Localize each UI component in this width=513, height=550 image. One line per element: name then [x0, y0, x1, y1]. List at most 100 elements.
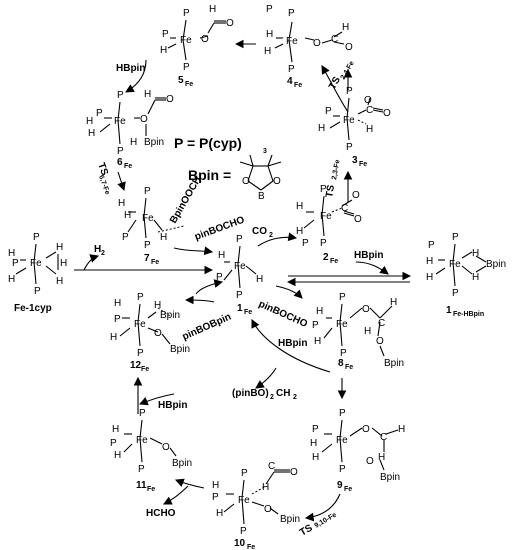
- svg-text:Fe: Fe: [142, 213, 154, 224]
- step-hbpin-5-6: HBpin: [116, 59, 147, 93]
- svg-text:H: H: [114, 450, 121, 461]
- svg-text:O: O: [366, 456, 374, 467]
- svg-text:H: H: [154, 300, 161, 311]
- compound-6fe: P P P H H Fe O H O H Bpin 6 Fe: [86, 89, 174, 170]
- svg-text:H: H: [160, 45, 167, 56]
- svg-text:O: O: [264, 504, 272, 515]
- svg-text:P: P: [117, 90, 124, 101]
- svg-text:C: C: [380, 432, 387, 443]
- svg-text:H: H: [390, 297, 397, 308]
- svg-text:HCHO: HCHO: [146, 508, 176, 519]
- step-hcho-10-11: HCHO: [146, 478, 205, 519]
- svg-text:P: P: [96, 108, 103, 119]
- svg-text:O: O: [376, 336, 384, 347]
- compound-3fe: P P P H Fe O C O H 3 Fe: [318, 86, 391, 168]
- svg-text:11: 11: [136, 480, 147, 491]
- svg-text:H: H: [8, 274, 15, 285]
- svg-text:Fe: Fe: [238, 495, 250, 506]
- svg-text:H: H: [264, 46, 271, 57]
- svg-text:P: P: [144, 186, 151, 197]
- svg-text:O: O: [166, 94, 174, 105]
- ts-2-3: TS 2,3-Fe: [324, 159, 353, 202]
- svg-text:Fe: Fe: [114, 116, 126, 127]
- svg-text:Bpin: Bpin: [160, 310, 180, 321]
- svg-text:B: B: [258, 191, 265, 202]
- step-hbpin-11-12: HBpin: [133, 376, 187, 414]
- svg-text:3: 3: [352, 155, 358, 166]
- svg-text:P: P: [312, 320, 319, 331]
- svg-text:O: O: [362, 424, 370, 435]
- compound-5fe: P P P H Fe O H O 5 Fe: [160, 4, 234, 88]
- svg-text:2: 2: [101, 250, 105, 257]
- svg-text:2: 2: [270, 394, 274, 401]
- svg-text:P: P: [241, 468, 248, 479]
- svg-text:CO: CO: [252, 226, 267, 237]
- svg-text:6: 6: [117, 157, 123, 168]
- svg-text:P: P: [33, 232, 40, 243]
- svg-text:C: C: [268, 461, 275, 472]
- svg-text:Fe: Fe: [180, 35, 192, 46]
- svg-text:H: H: [86, 116, 93, 127]
- svg-text:H: H: [310, 438, 317, 449]
- step-pinbobpin: pinBOBpin: [181, 279, 233, 343]
- compound-11fe: P H P H P Fe O Bpin 11 Fe: [110, 408, 192, 493]
- svg-text:4: 4: [287, 76, 293, 87]
- svg-text:P: P: [288, 64, 295, 75]
- step-pinbocho-1-8: pinBOCHO: [257, 285, 309, 330]
- svg-text:Fe: Fe: [294, 82, 302, 89]
- svg-text:C: C: [331, 34, 338, 45]
- svg-text:P = P(cyp): P = P(cyp): [174, 135, 242, 151]
- svg-text:9,10-Fe: 9,10-Fe: [314, 512, 338, 530]
- compound-7fe: P H H P Fe H P BpinOOCH 7 Fe: [118, 175, 204, 266]
- compound-1fe: P H P P Fe H 1 Fe: [216, 234, 263, 316]
- svg-text:H: H: [472, 272, 479, 283]
- svg-text:H: H: [218, 250, 225, 261]
- svg-text:H: H: [56, 276, 63, 287]
- svg-text:P: P: [114, 314, 121, 325]
- svg-text:Bpin =: Bpin =: [188, 167, 231, 183]
- svg-text:HBpin: HBpin: [158, 400, 187, 411]
- svg-text:P: P: [137, 348, 144, 359]
- svg-text:8: 8: [338, 358, 344, 369]
- svg-text:O: O: [383, 108, 391, 119]
- svg-text:P: P: [452, 288, 459, 299]
- svg-text:Fe: Fe: [336, 435, 348, 446]
- svg-text:P: P: [339, 408, 346, 419]
- svg-text:TS: TS: [324, 184, 337, 199]
- svg-text:H: H: [314, 336, 321, 347]
- legend-bpin: Bpin = B O O: [188, 154, 282, 202]
- svg-text:Fe: Fe: [286, 36, 298, 47]
- svg-text:Bpin: Bpin: [384, 358, 404, 369]
- svg-text:Bpin: Bpin: [380, 472, 400, 483]
- svg-text:Bpin: Bpin: [170, 344, 190, 355]
- svg-text:HBpin: HBpin: [278, 338, 307, 349]
- step-h2-loss: H 2: [74, 244, 214, 275]
- svg-text:Fe: Fe: [247, 544, 255, 550]
- svg-text:P: P: [340, 348, 347, 359]
- svg-text:H: H: [130, 137, 137, 148]
- compound-9fe: P P H H P Fe O C H H O Bpin 9 Fe: [310, 408, 405, 493]
- compound-10fe: P H P H P Fe H C O O Bpin 10 Fe: [212, 461, 300, 550]
- svg-text:P: P: [236, 290, 243, 301]
- svg-text:H: H: [312, 452, 319, 463]
- svg-text:H: H: [262, 482, 269, 493]
- svg-text:TS: TS: [298, 523, 315, 539]
- svg-text:P: P: [34, 286, 41, 297]
- svg-text:Fe: Fe: [343, 115, 355, 126]
- svg-text:Fe-HBpin: Fe-HBpin: [453, 311, 484, 318]
- svg-text:Fe: Fe: [449, 259, 461, 270]
- svg-text:O: O: [140, 114, 148, 125]
- svg-text:H: H: [426, 272, 433, 283]
- ts-9-10: TS 9,10-Fe: [298, 493, 341, 539]
- svg-text:P: P: [452, 232, 459, 243]
- svg-text:5: 5: [178, 75, 184, 86]
- svg-text:H: H: [209, 4, 216, 15]
- svg-text:H: H: [94, 244, 101, 255]
- svg-text:O: O: [345, 42, 353, 53]
- compound-4fe: P P P H H Fe O C H O 4 Fe: [264, 4, 353, 89]
- svg-text:P: P: [266, 4, 273, 15]
- svg-text:TS: TS: [95, 161, 110, 177]
- svg-text:Fe: Fe: [134, 319, 146, 330]
- svg-text:H: H: [378, 452, 385, 463]
- svg-text:P: P: [12, 258, 19, 269]
